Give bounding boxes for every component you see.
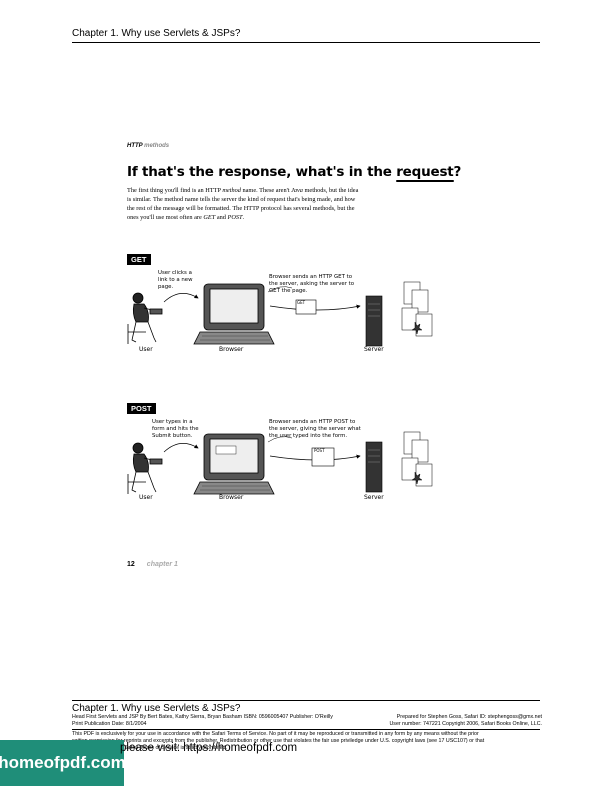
post-user-caption: User xyxy=(139,494,153,501)
watermark-banner[interactable]: homeofpdf.com xyxy=(0,740,126,786)
post-label: POST xyxy=(127,403,157,414)
server-tower xyxy=(365,295,383,347)
intro-paragraph: The first thing you'll find is an HTTP m… xyxy=(127,187,359,221)
server-tower xyxy=(365,441,383,493)
footer-line-1: Head First Servlets and JSP By Bert Bate… xyxy=(72,714,542,720)
post-browser-note: Browser sends an HTTP POST to the server… xyxy=(269,419,361,439)
browser-computer xyxy=(193,433,275,495)
get-user-caption: User xyxy=(139,346,153,353)
post-diagram xyxy=(127,431,433,495)
visit-link[interactable]: please visit: https://homeofpdf.com xyxy=(120,742,298,754)
document-pages xyxy=(401,431,433,487)
page-header-title: Chapter 1. Why use Servlets & JSPs? xyxy=(72,28,241,39)
footer-rule-2 xyxy=(72,729,540,730)
footer-chapter-title: Chapter 1. Why use Servlets & JSPs? xyxy=(72,703,241,714)
get-packet-label: GET xyxy=(297,300,306,305)
get-browser-caption: Browser xyxy=(219,346,244,353)
page-title: If that's the response, what's in the re… xyxy=(127,164,462,180)
footer-line-3: This PDF is exclusively for your use in … xyxy=(72,731,479,737)
post-user-note: User types in a form and hits the Submit… xyxy=(152,419,199,439)
get-user-note: User clicks a link to a new page. xyxy=(158,270,193,290)
document-pages xyxy=(401,281,433,337)
browser-computer xyxy=(193,283,275,345)
footer-line-5: otherwise violates the Safari Terms of S… xyxy=(72,745,228,751)
post-server-caption: Server xyxy=(364,494,384,501)
footer-rule xyxy=(72,700,540,701)
footer-line-4: written permission for reprints and exce… xyxy=(72,738,485,744)
section-label: HTTP methods xyxy=(127,143,170,149)
post-browser-caption: Browser xyxy=(219,494,244,501)
user-figure xyxy=(127,442,163,494)
get-label: GET xyxy=(127,254,152,265)
get-diagram xyxy=(127,281,433,347)
get-browser-note: Browser sends an HTTP GET to the server,… xyxy=(269,274,355,294)
get-server-caption: Server xyxy=(364,346,384,353)
post-packet-label: POST xyxy=(314,448,325,453)
header-rule xyxy=(72,42,540,43)
user-figure xyxy=(127,292,163,344)
